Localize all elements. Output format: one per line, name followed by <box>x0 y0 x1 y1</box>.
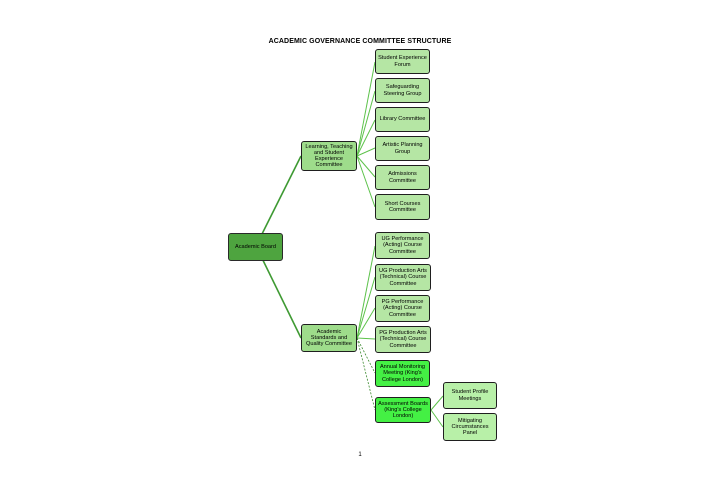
node-short-courses-committee: Short Courses Committee <box>375 194 430 220</box>
node-mitigating-circumstances-panel: Mitigating Circumstances Panel <box>443 413 497 441</box>
node-admissions-committee: Admissions Committee <box>375 165 430 190</box>
page-title: ACADEMIC GOVERNANCE COMMITTEE STRUCTURE <box>268 38 452 45</box>
node-pg-performance-course-committee: PG Performance (Acting) Course Committee <box>375 295 430 322</box>
node-student-profile-meetings: Student Profile Meetings <box>443 382 497 409</box>
node-student-experience-forum: Student Experience Forum <box>375 49 430 74</box>
page-number: 1 <box>358 452 362 458</box>
node-pg-production-arts-course-committee: PG Production Arts (Technical) Course Co… <box>375 326 431 353</box>
connectors-assessment <box>430 395 444 428</box>
connectors-ltse <box>356 61 376 208</box>
node-assessment-boards: Assessment Boards (King's College London… <box>375 397 431 423</box>
node-ug-performance-course-committee: UG Performance (Acting) Course Committee <box>375 232 430 259</box>
node-artistic-planning-group: Artistic Planning Group <box>375 136 430 161</box>
node-academic-board: Academic Board <box>228 233 283 261</box>
node-annual-monitoring-meeting: Annual Monitoring Meeting (King's Colleg… <box>375 360 430 387</box>
connector-root-asq <box>255 245 302 339</box>
node-academic-standards-committee: Academic Standards and Quality Committee <box>301 324 357 352</box>
connector-root-ltse <box>255 155 302 247</box>
node-learning-teaching-committee: Learning, Teaching and Student Experienc… <box>301 141 357 171</box>
node-library-committee: Library Committee <box>375 107 430 132</box>
connectors-asq <box>356 245 376 340</box>
connectors-asq-dashed <box>356 337 376 411</box>
node-safeguarding-steering-group: Safeguarding Steering Group <box>375 78 430 103</box>
node-ug-production-arts-course-committee: UG Production Arts (Technical) Course Co… <box>375 264 431 291</box>
